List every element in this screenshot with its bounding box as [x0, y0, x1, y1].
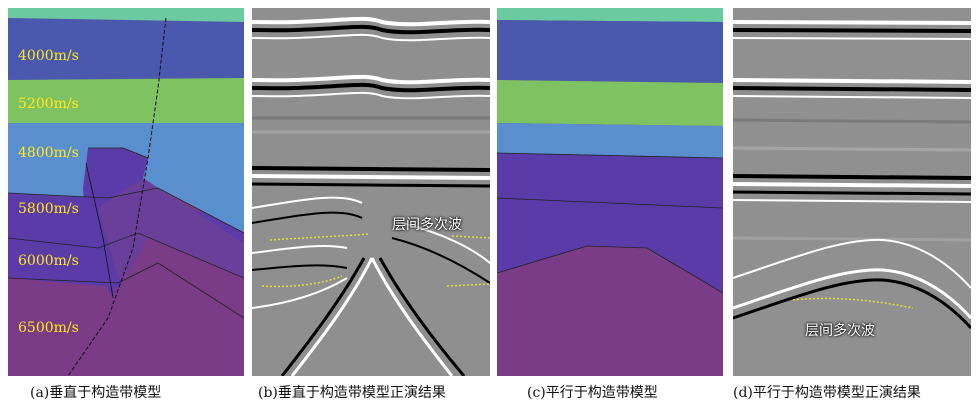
model-parallel-figure: [497, 8, 723, 376]
velocity-label-4000: 4000m/s: [18, 48, 79, 64]
interbed-multiple-annotation: 层间多次波: [805, 323, 875, 339]
caption-c: (c)平行于构造带模型: [527, 385, 658, 401]
velocity-label-6000: 6000m/s: [18, 253, 79, 269]
model-perpendicular-figure: [8, 8, 244, 376]
velocity-label-5800: 5800m/s: [18, 201, 79, 217]
caption-b: (b)垂直于构造带模型正演结果: [258, 385, 446, 401]
caption-d: (d)平行于构造带模型正演结果: [733, 385, 921, 401]
caption-a: (a)垂直于构造带模型: [30, 385, 162, 401]
seismic-perpendicular-figure: [252, 8, 490, 376]
velocity-label-5200: 5200m/s: [18, 96, 79, 112]
seismic-perpendicular-panel: 层间多次波: [252, 8, 490, 376]
velocity-label-4800: 4800m/s: [18, 145, 79, 161]
interbed-multiple-annotation: 层间多次波: [392, 217, 462, 233]
model-perpendicular-panel: 4000m/s 5200m/s 4800m/s 5800m/s 6000m/s …: [8, 8, 244, 376]
model-parallel-panel: [497, 8, 723, 376]
seismic-parallel-figure: [733, 8, 971, 376]
velocity-label-6500: 6500m/s: [18, 320, 79, 336]
seismic-parallel-panel: 层间多次波: [733, 8, 971, 376]
